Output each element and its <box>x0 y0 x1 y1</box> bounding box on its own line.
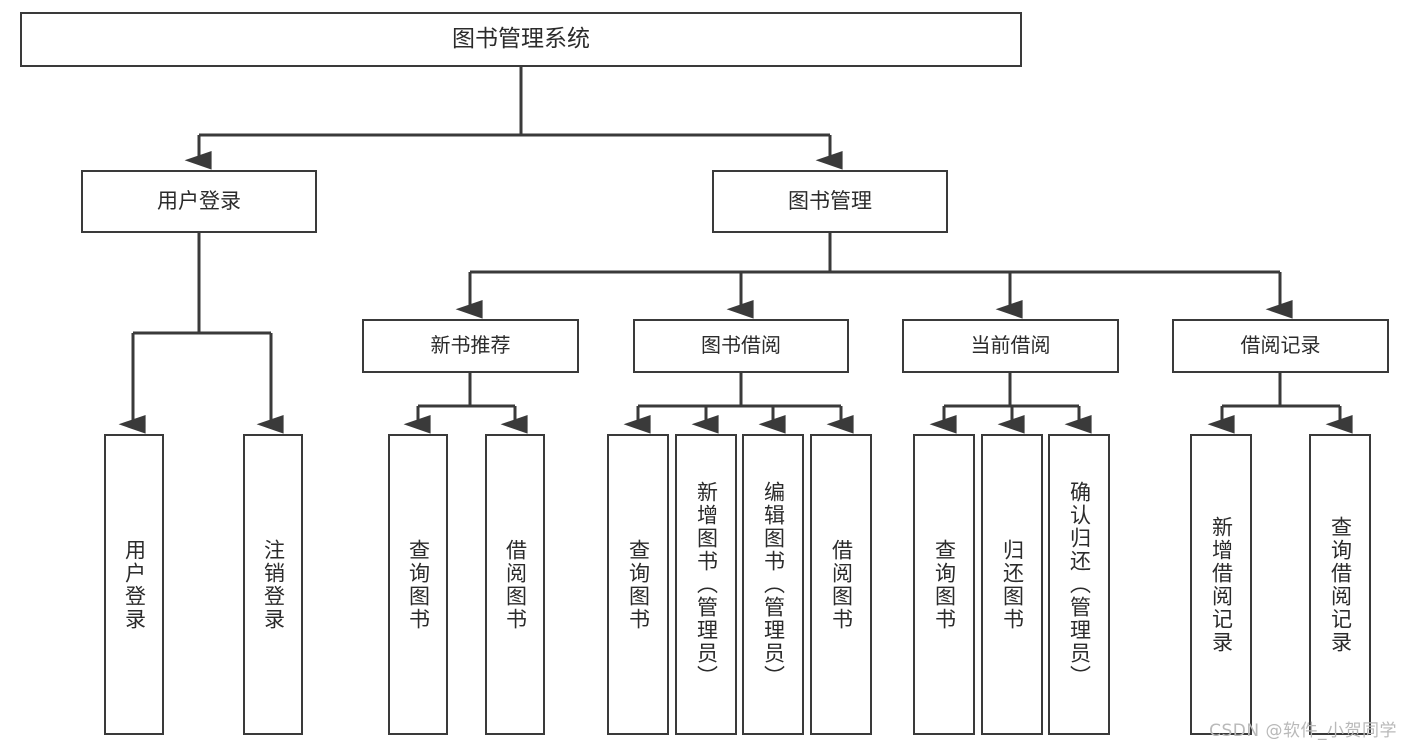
leaf-borrow-book-2-label: 借阅图书 <box>829 538 854 631</box>
leaf-query-book-3-label: 查询图书 <box>932 538 957 631</box>
leaf-edit-book-label: 编辑图书（管理员） <box>761 481 786 688</box>
node-book-manage-label: 图书管理 <box>788 189 872 214</box>
node-borrow-record-label: 借阅记录 <box>1240 333 1321 358</box>
leaf-confirm-return-label: 确认归还（管理员） <box>1067 481 1092 688</box>
node-book-manage[interactable]: 图书管理 <box>712 170 948 233</box>
node-book-borrow[interactable]: 图书借阅 <box>633 319 849 373</box>
leaf-query-book-1[interactable]: 查询图书 <box>388 434 448 735</box>
leaf-user-logout-label: 注销登录 <box>261 538 286 631</box>
leaf-query-book-1-label: 查询图书 <box>406 538 431 631</box>
node-new-book-recommend[interactable]: 新书推荐 <box>362 319 579 373</box>
node-root-label: 图书管理系统 <box>452 25 590 52</box>
leaf-add-borrow-record[interactable]: 新增借阅记录 <box>1190 434 1252 735</box>
node-book-borrow-label: 图书借阅 <box>701 333 781 358</box>
leaf-query-book-2[interactable]: 查询图书 <box>607 434 669 735</box>
leaf-query-book-3[interactable]: 查询图书 <box>913 434 975 735</box>
leaf-query-book-2-label: 查询图书 <box>626 538 651 631</box>
leaf-confirm-return[interactable]: 确认归还（管理员） <box>1048 434 1110 735</box>
node-user-login-label: 用户登录 <box>157 189 241 214</box>
node-user-login[interactable]: 用户登录 <box>81 170 317 233</box>
leaf-user-login[interactable]: 用户登录 <box>104 434 164 735</box>
leaf-add-borrow-record-label: 新增借阅记录 <box>1209 515 1234 654</box>
leaf-query-borrow-record-label: 查询借阅记录 <box>1328 515 1353 654</box>
leaf-borrow-book-1-label: 借阅图书 <box>503 538 528 631</box>
leaf-edit-book[interactable]: 编辑图书（管理员） <box>742 434 804 735</box>
leaf-add-book-label: 新增图书（管理员） <box>694 481 719 688</box>
node-root[interactable]: 图书管理系统 <box>20 12 1022 67</box>
node-current-borrow-label: 当前借阅 <box>970 333 1051 358</box>
node-new-book-recommend-label: 新书推荐 <box>430 333 511 358</box>
leaf-query-borrow-record[interactable]: 查询借阅记录 <box>1309 434 1371 735</box>
leaf-return-book-label: 归还图书 <box>1000 538 1025 631</box>
node-borrow-record[interactable]: 借阅记录 <box>1172 319 1389 373</box>
watermark-text: CSDN @软件_小贺同学 <box>1209 721 1397 741</box>
node-current-borrow[interactable]: 当前借阅 <box>902 319 1119 373</box>
leaf-add-book[interactable]: 新增图书（管理员） <box>675 434 737 735</box>
leaf-user-logout[interactable]: 注销登录 <box>243 434 303 735</box>
leaf-user-login-label: 用户登录 <box>122 538 147 631</box>
leaf-borrow-book-2[interactable]: 借阅图书 <box>810 434 872 735</box>
leaf-borrow-book-1[interactable]: 借阅图书 <box>485 434 545 735</box>
leaf-return-book[interactable]: 归还图书 <box>981 434 1043 735</box>
